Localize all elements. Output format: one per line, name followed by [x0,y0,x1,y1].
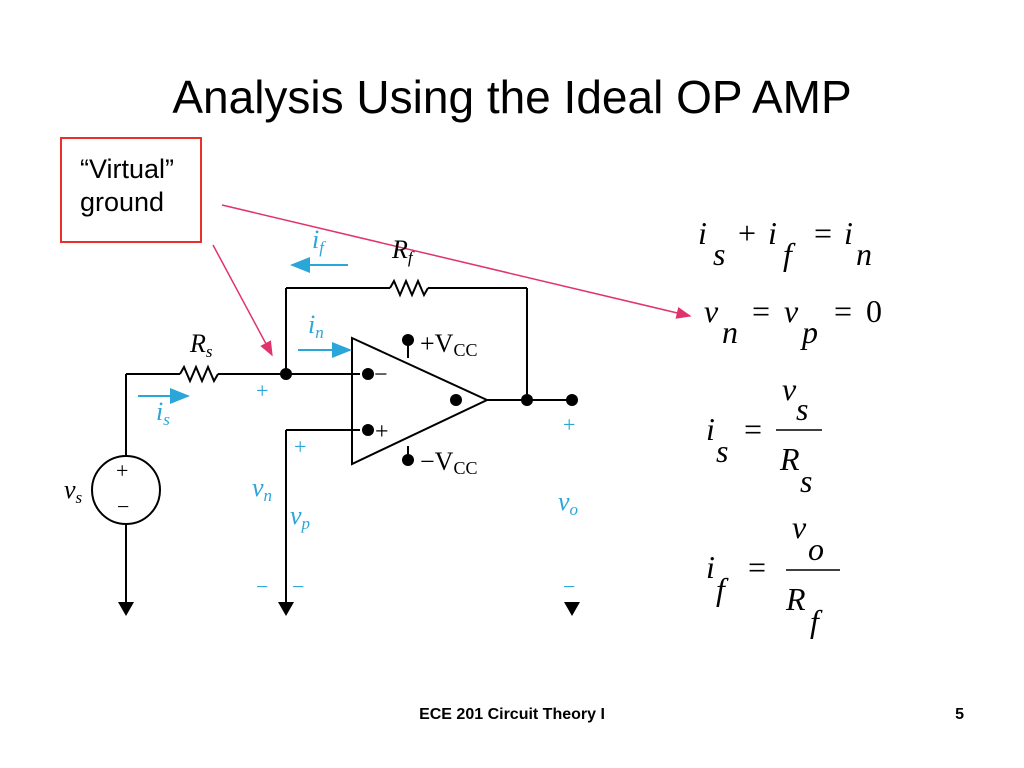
svg-text:=: = [744,411,762,447]
svg-text:0: 0 [866,293,882,329]
equation-kcl: i s + i f = i n [698,215,872,272]
svg-text:n: n [722,314,738,350]
source-plus-sign: + [116,458,128,483]
svg-text:v: v [784,293,799,329]
svg-text:s: s [716,433,728,469]
vs-label: vs [64,475,83,507]
svg-text:+: + [738,215,756,251]
ground-output-arrow [564,602,580,616]
nodes [118,334,580,616]
ground-source-arrow [118,602,134,616]
page-number: 5 [955,706,964,723]
vcc-pos-label: +VCC [420,329,477,360]
equation-if: i f = v o R f [706,509,840,639]
vp-label: vp [290,501,310,533]
virtual-ground-callout: “Virtual” ground [60,137,202,243]
rf-resistor [389,278,429,298]
svg-text:f: f [783,236,796,272]
vcc-neg-label: −VCC [420,447,477,478]
inverting-node [280,368,292,380]
slide-title: Analysis Using the Ideal OP AMP [172,71,852,123]
svg-text:i: i [844,215,853,251]
rf-label: Rf [391,235,415,267]
rs-resistor [179,364,219,384]
svg-text:=: = [814,215,832,251]
ground-inverting-arrow [278,602,294,616]
is-label: is [156,397,170,429]
slide-footer: ECE 201 Circuit Theory I [419,706,605,723]
svg-text:i: i [698,215,707,251]
svg-text:s: s [796,391,808,427]
vcc-pos-dot [402,334,414,346]
op-amp-output-dot [450,394,462,406]
svg-text:s: s [800,463,812,499]
svg-text:i: i [706,411,715,447]
svg-text:v: v [792,509,807,545]
callout-arrow-to-node [212,244,273,357]
output-plus: + [563,412,575,437]
vn-minus: − [256,574,268,599]
vn-label: vn [252,473,272,505]
inverting-minus-sign: − [374,362,388,388]
equation-is: i s = v s R s [706,371,822,499]
svg-text:f: f [716,571,729,607]
equation-virtual-ground: v n = v p = 0 [704,293,882,350]
source-minus-sign: − [117,494,129,519]
svg-text:v: v [704,293,719,329]
callout-line-1: “Virtual” [80,154,175,184]
vo-minus: − [563,574,575,599]
inverting-node-plus: + [256,378,268,403]
svg-text:=: = [752,293,770,329]
vo-label: vo [558,487,578,519]
svg-text:n: n [856,236,872,272]
svg-text:=: = [834,293,852,329]
inverting-input-dot [362,368,374,380]
output-terminal [566,394,578,406]
rs-label: Rs [189,329,213,361]
svg-text:=: = [748,549,766,585]
svg-text:i: i [768,215,777,251]
svg-text:R: R [785,581,806,617]
noninverting-input-dot [362,424,374,436]
noninverting-plus-sign: + [375,419,389,445]
svg-text:R: R [779,441,800,477]
vp-minus: − [292,574,304,599]
svg-text:i: i [706,549,715,585]
if-label: if [312,225,326,257]
op-amp-triangle [351,336,490,466]
callout-arrow-to-equation [221,204,692,319]
svg-text:v: v [782,371,797,407]
noninverting-plus: + [294,434,306,459]
callout-line-2: ground [80,187,165,217]
svg-text:f: f [810,603,823,639]
svg-text:p: p [800,314,818,350]
in-label: in [308,310,324,342]
svg-text:o: o [808,531,824,567]
vcc-neg-dot [402,454,414,466]
output-node [521,394,533,406]
svg-text:s: s [713,236,725,272]
